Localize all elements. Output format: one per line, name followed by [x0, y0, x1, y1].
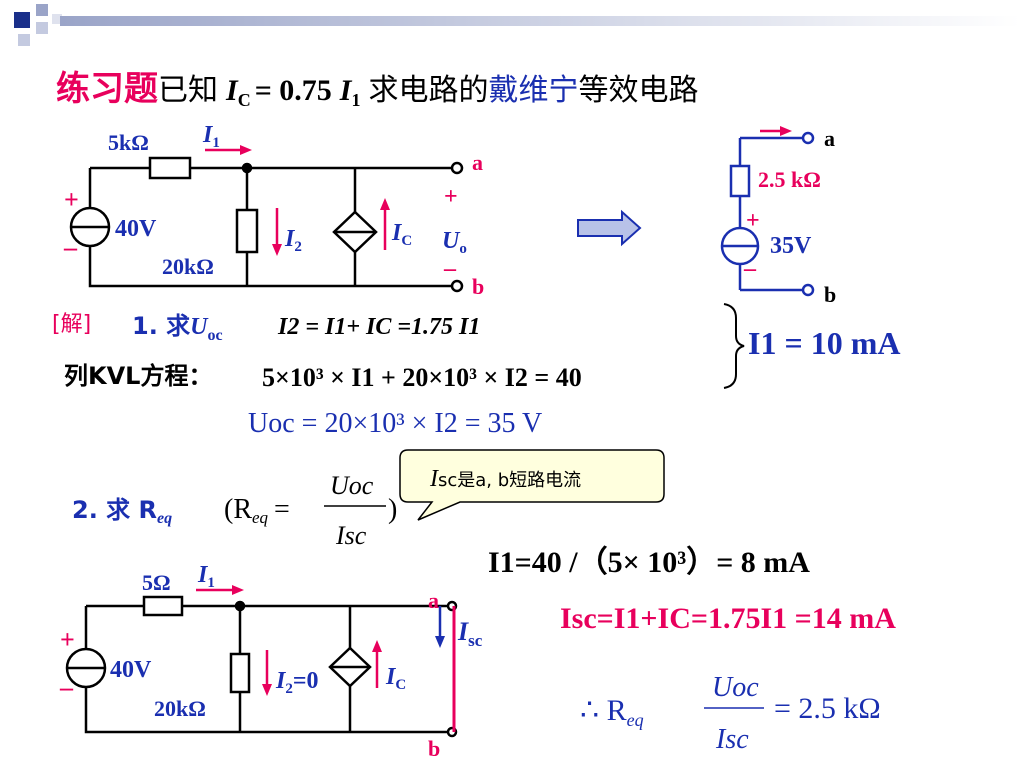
svg-text:): ) — [388, 494, 397, 525]
svg-text:Isc: Isc — [457, 617, 483, 650]
circuit-1-arrows — [205, 145, 390, 256]
circuit-2-labels: 5Ω I1 + – 40V 20kΩ I2=0 IC a b Isc — [59, 562, 483, 761]
equiv-current-arrow — [760, 126, 792, 136]
i1-short-result: I1=40 /（5× 10³）= 8 mA — [488, 545, 810, 579]
terminal-a — [450, 161, 464, 175]
uoc-equation: Uoc = 20×10³ × I2 = 35 V — [248, 408, 542, 439]
svg-text:Uo: Uo — [442, 228, 467, 257]
svg-text:–: – — [63, 233, 78, 262]
svg-text:I2=0: I2=0 — [275, 668, 319, 697]
svg-text:Isc是a, b短路电流: Isc是a, b短路电流 — [429, 466, 581, 492]
svg-text:IC: IC — [385, 664, 406, 693]
svg-text:1. 求Uoc: 1. 求Uoc — [132, 312, 223, 344]
svg-text:–: – — [443, 256, 457, 282]
isc-result: Isc=I1+IC=1.75I1 =14 mA — [560, 602, 896, 635]
step1-result: I1 = 10 mA — [748, 325, 900, 361]
step-2: 2. 求 Req (Req= Uoc Isc ) I1=40 /（5× 10³）… — [72, 471, 896, 755]
svg-text:40V: 40V — [115, 216, 157, 242]
resistor-20k — [235, 208, 259, 254]
svg-text:I1: I1 — [202, 122, 220, 151]
header-rule — [60, 16, 1020, 26]
resistor-20k-2 — [229, 652, 251, 694]
svg-text:∴ Req: ∴ Req — [580, 694, 644, 730]
transform-arrow-icon — [577, 209, 642, 247]
svg-text:[解]: [解] — [52, 312, 91, 337]
req-value: = 2.5 kΩ — [774, 692, 881, 725]
svg-text:I1: I1 — [197, 562, 215, 591]
svg-text:Uoc: Uoc — [330, 471, 374, 500]
corner-decoration — [14, 4, 62, 46]
callout: Isc是a, b短路电流 — [399, 449, 665, 521]
svg-text:Uoc: Uoc — [712, 672, 759, 703]
svg-text:a: a — [428, 588, 439, 613]
svg-text:2. 求 Req: 2. 求 Req — [72, 496, 172, 527]
svg-text:40V: 40V — [110, 657, 152, 683]
equiv-terminal-b — [801, 283, 815, 297]
svg-text:20kΩ: 20kΩ — [162, 254, 214, 279]
svg-text:a: a — [824, 126, 835, 151]
svg-text:(Req=: (Req= — [224, 494, 290, 527]
svg-text:5Ω: 5Ω — [142, 570, 171, 595]
step-1: [解] 1. 求Uoc I2 = I1+ IC =1.75 I1 列KVL方程：… — [52, 303, 900, 439]
current-equation: I2 = I1+ IC =1.75 I1 — [277, 314, 480, 340]
svg-text:+: + — [64, 185, 79, 214]
svg-text:+: + — [60, 625, 75, 654]
svg-text:–: – — [743, 256, 757, 282]
svg-text:b: b — [824, 282, 836, 307]
svg-text:Isc: Isc — [335, 521, 367, 550]
svg-text:Isc: Isc — [715, 724, 749, 755]
resistor-5 — [142, 595, 184, 617]
svg-text:IC: IC — [391, 220, 412, 249]
equivalent-circuit — [720, 131, 815, 297]
resistor-5k — [148, 156, 192, 180]
brace-icon — [723, 303, 745, 389]
svg-text:I2: I2 — [284, 226, 302, 255]
kvl-equation: 5×10³ × I1 + 20×10³ × I2 = 40 — [262, 363, 582, 392]
svg-text:a: a — [472, 150, 483, 175]
svg-text:b: b — [428, 736, 440, 761]
circuit-1-labels: 5kΩ I1 + – 40V 20kΩ I2 IC a b + Uo – — [63, 122, 484, 299]
svg-text:35V: 35V — [770, 233, 812, 259]
svg-text:b: b — [472, 274, 484, 299]
svg-text:20kΩ: 20kΩ — [154, 696, 206, 721]
terminal-b — [450, 279, 464, 293]
equiv-resistor — [729, 164, 751, 198]
svg-text:+: + — [444, 184, 458, 210]
svg-text:2.5 kΩ: 2.5 kΩ — [758, 167, 821, 192]
svg-text:5kΩ: 5kΩ — [108, 130, 149, 155]
equiv-terminal-a — [801, 131, 815, 145]
circuit-2 — [65, 595, 458, 738]
circuit-2-arrows — [196, 585, 445, 696]
svg-text:列KVL方程：: 列KVL方程： — [64, 362, 212, 390]
circuit-1 — [69, 156, 464, 293]
svg-text:–: – — [59, 673, 74, 702]
svg-text:+: + — [746, 208, 760, 234]
equivalent-labels: a b 2.5 kΩ + – 35V — [743, 126, 836, 307]
